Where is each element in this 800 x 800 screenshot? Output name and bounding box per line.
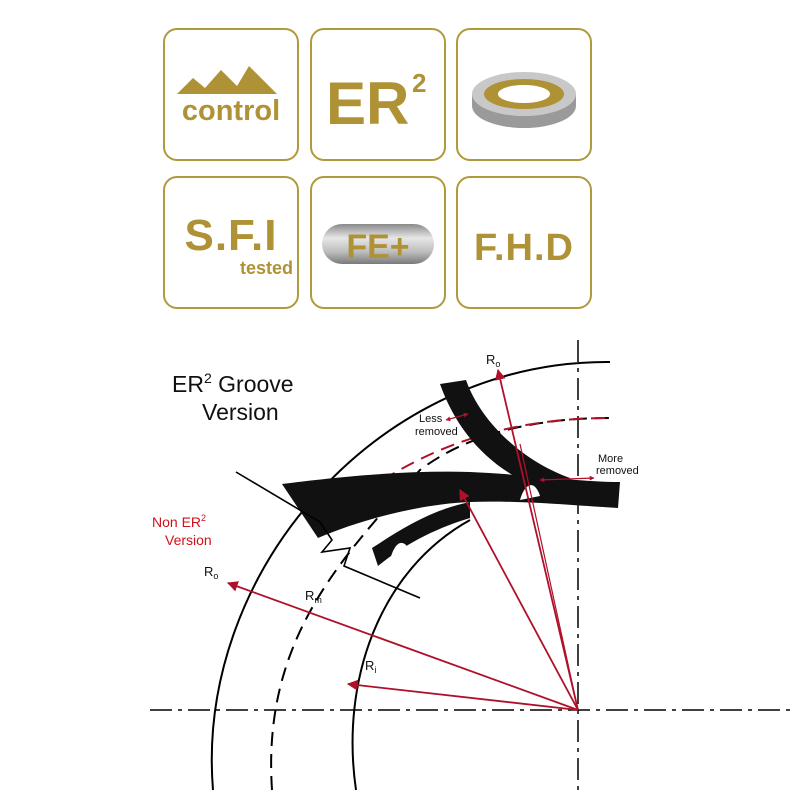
ro-top-arrow bbox=[494, 368, 579, 711]
badge-er2: ER 2 bbox=[310, 28, 446, 161]
groove-band-horizontal bbox=[282, 471, 620, 538]
ro-top-label: Ro bbox=[486, 352, 500, 369]
more-removed-line1: More bbox=[598, 453, 623, 465]
diagram-title-line1: ER2 Groove bbox=[172, 370, 294, 397]
diagonal-guide-line bbox=[519, 443, 579, 711]
sfi-tested-label: tested bbox=[240, 258, 293, 278]
sfi-label: S.F.I bbox=[184, 211, 277, 260]
section-break-line bbox=[235, 471, 421, 599]
fe-plus-label: FE+ bbox=[346, 228, 409, 266]
badge-fe-plus: FE+ bbox=[310, 176, 446, 309]
rm-top-label: Rm bbox=[395, 478, 412, 495]
mountains-icon bbox=[177, 66, 277, 94]
ro-left-label: Ro bbox=[204, 564, 218, 581]
ri-left-label: Ri bbox=[365, 658, 376, 675]
less-removed-arrow bbox=[445, 412, 469, 422]
less-removed-line2: removed bbox=[415, 426, 458, 438]
ri-top-label: Ri bbox=[452, 474, 463, 491]
badge-ring bbox=[456, 28, 592, 161]
non-er2-label-line2: Version bbox=[165, 532, 212, 548]
fhd-label: F.H.D bbox=[474, 227, 574, 269]
diagram-title-line2: Version bbox=[202, 399, 279, 425]
non-er2-label-line1: Non ER2 bbox=[152, 513, 206, 530]
er2-groove-diagram: ER2 Groove Version Non ER2 Version Less … bbox=[150, 340, 790, 791]
control-logo: control bbox=[177, 66, 280, 127]
rm-left-label: Rm bbox=[305, 588, 322, 605]
er2-label: ER bbox=[326, 70, 409, 137]
inner-radius-arc bbox=[351, 519, 471, 791]
er2-superscript: 2 bbox=[412, 68, 426, 98]
ro-left-arrow bbox=[226, 581, 579, 711]
outer-radius-arc bbox=[210, 360, 611, 791]
groove-band-diagonal bbox=[440, 380, 570, 496]
seal-ring-icon bbox=[472, 72, 576, 128]
badge-control: control bbox=[163, 28, 299, 161]
control-label: control bbox=[182, 95, 280, 127]
badge-fhd: F.H.D bbox=[456, 176, 592, 309]
badge-sfi: S.F.I tested bbox=[163, 176, 299, 309]
less-removed-line1: Less bbox=[419, 413, 443, 425]
ri-top-arrow bbox=[459, 489, 579, 711]
ri-left-arrow bbox=[346, 679, 579, 711]
more-removed-line2: removed bbox=[596, 465, 639, 477]
cylinder-icon bbox=[322, 224, 434, 264]
more-removed-arrow bbox=[539, 475, 595, 483]
